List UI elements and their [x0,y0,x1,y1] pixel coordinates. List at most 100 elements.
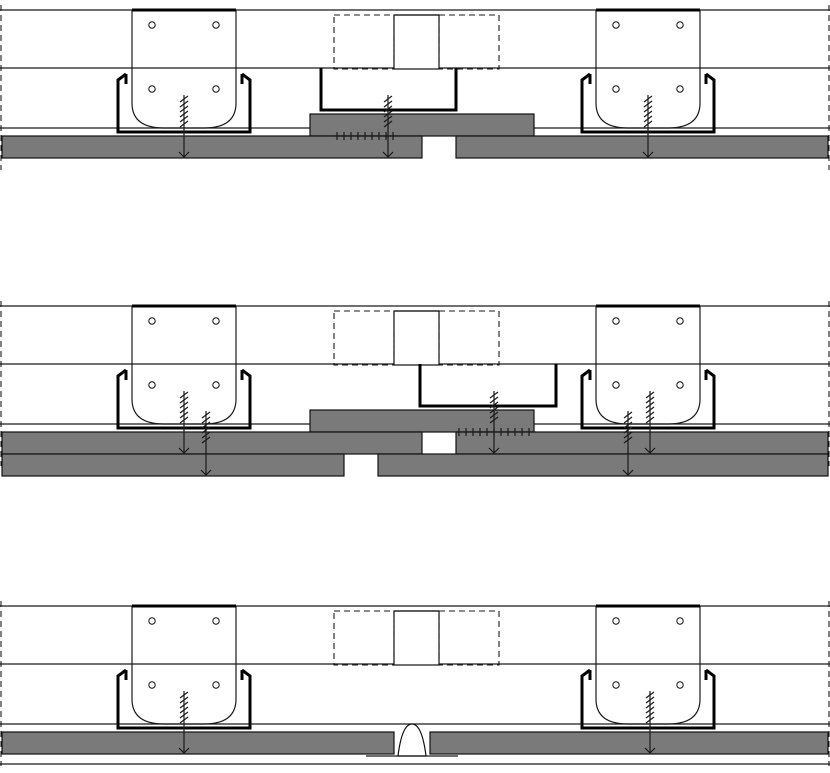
screw-thread [645,396,655,404]
screw-thread [179,701,189,709]
screw-tip [647,151,654,158]
screw-icon [622,411,634,476]
screw-thread [179,105,189,113]
bracket-icon [116,8,252,134]
screw-icon [178,391,190,454]
fixing-hole [148,381,156,389]
screw-thread [201,416,211,424]
hanger-curve [595,674,701,725]
screw-thread [645,706,655,714]
splice-plate-right [438,610,500,666]
screw-thread [623,431,633,439]
fixing-hole [212,85,220,93]
screw-thread [179,110,189,118]
adhesive-strip [334,132,400,140]
splice-plate-left [333,310,395,366]
hanger-curve [595,374,701,425]
gypsum-board [1,431,423,455]
screw-thread [179,406,189,414]
panel-sealed-joint [0,601,830,766]
fixing-hole [148,317,156,325]
screw-thread [201,431,211,439]
screw-icon [644,391,656,454]
screw-thread [179,115,189,123]
screw-icon [178,95,190,158]
beam-joint [333,14,500,70]
profile-icon [580,668,716,730]
fixing-hole [148,617,156,625]
screw-thread [645,416,655,424]
screw-thread [383,105,393,113]
screw-tip [493,447,500,454]
gypsum-board [455,135,829,159]
screw-thread [643,110,653,118]
screw-thread [643,105,653,113]
screw-thread [623,421,633,429]
splice-gap [393,14,440,70]
splice-gap [393,610,440,666]
fixing-hole [676,681,684,689]
gypsum-board [1,731,395,755]
fixing-hole [212,21,220,29]
gypsum-board [377,453,829,477]
screw-thread [383,110,393,118]
gypsum-board [429,731,829,755]
screw-thread [179,100,189,108]
screw-tip [382,151,389,158]
beam-joint [333,310,500,366]
splice-plate-left [333,610,395,666]
screw-thread [179,716,189,724]
adhesive-strip [456,428,536,436]
bracket-icon [580,604,716,730]
screw-thread [179,416,189,424]
screw-thread [645,701,655,709]
screw-tip [627,469,634,476]
screw-tip [200,469,207,476]
screw-icon [644,691,656,754]
sealant-bead-icon [366,723,458,757]
screw-thread [643,120,653,128]
screw-icon [488,391,500,454]
screw-thread [489,391,499,399]
screw-icon [178,691,190,754]
screw-thread [489,396,499,404]
screw-tip [488,447,495,454]
screw-thread [179,95,189,103]
fixing-hole [212,317,220,325]
screw-icon [642,95,654,158]
screw-thread [179,120,189,128]
gypsum-board [455,431,829,455]
screw-tip [649,747,656,754]
screw-thread [623,411,633,419]
screw-tip [183,447,190,454]
screw-tip [205,469,212,476]
screw-tip [387,151,394,158]
screw-tip [644,447,651,454]
screw-thread [645,391,655,399]
fixing-hole [676,317,684,325]
screw-tip [644,747,651,754]
fixing-hole [676,85,684,93]
screw-thread [179,711,189,719]
screw-tip [622,469,629,476]
screw-thread [645,711,655,719]
screw-thread [383,115,393,123]
screw-thread [201,426,211,434]
c-profile [580,668,716,730]
fixing-hole [612,617,620,625]
screw-thread [643,115,653,123]
timber-beams [0,301,830,466]
splice-plate-right [438,310,500,366]
fixing-hole [612,317,620,325]
joint-filler [397,723,427,757]
screw-thread [179,396,189,404]
fixing-hole [676,617,684,625]
screw-thread [489,406,499,414]
screw-tip [178,747,185,754]
screw-thread [643,100,653,108]
screw-icon [382,95,394,158]
screw-tip [178,151,185,158]
fixing-hole [148,681,156,689]
fixing-hole [676,21,684,29]
